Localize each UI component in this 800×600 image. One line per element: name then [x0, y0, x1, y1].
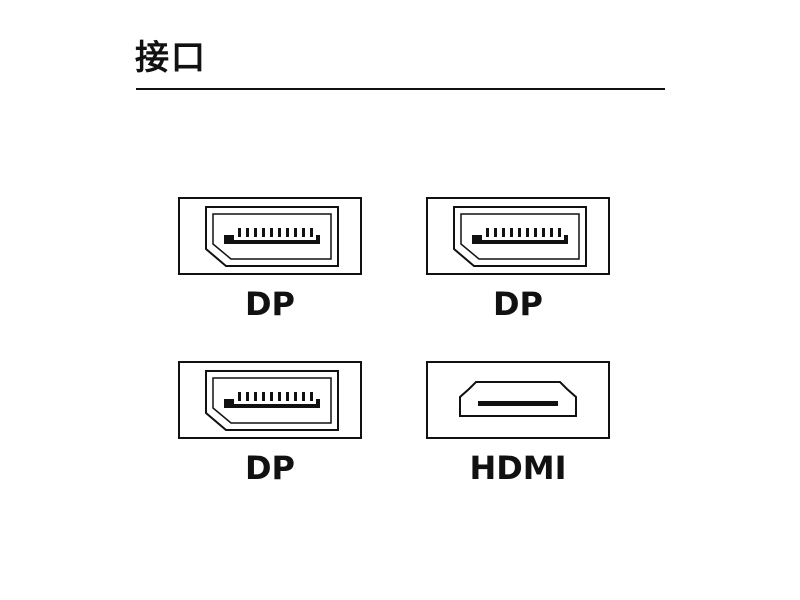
port-3-label: DP	[244, 449, 295, 487]
port-4-label: HDMI	[469, 449, 567, 487]
port-4	[426, 361, 610, 439]
port-3	[178, 361, 362, 439]
displayport-icon	[205, 370, 339, 431]
title-divider	[136, 88, 665, 90]
displayport-icon	[453, 206, 587, 267]
page-title: 接口	[135, 38, 207, 78]
port-1	[178, 197, 362, 275]
port-2	[426, 197, 610, 275]
hdmi-icon	[459, 381, 577, 417]
port-1-label: DP	[244, 285, 295, 323]
port-2-label: DP	[492, 285, 543, 323]
displayport-icon	[205, 206, 339, 267]
